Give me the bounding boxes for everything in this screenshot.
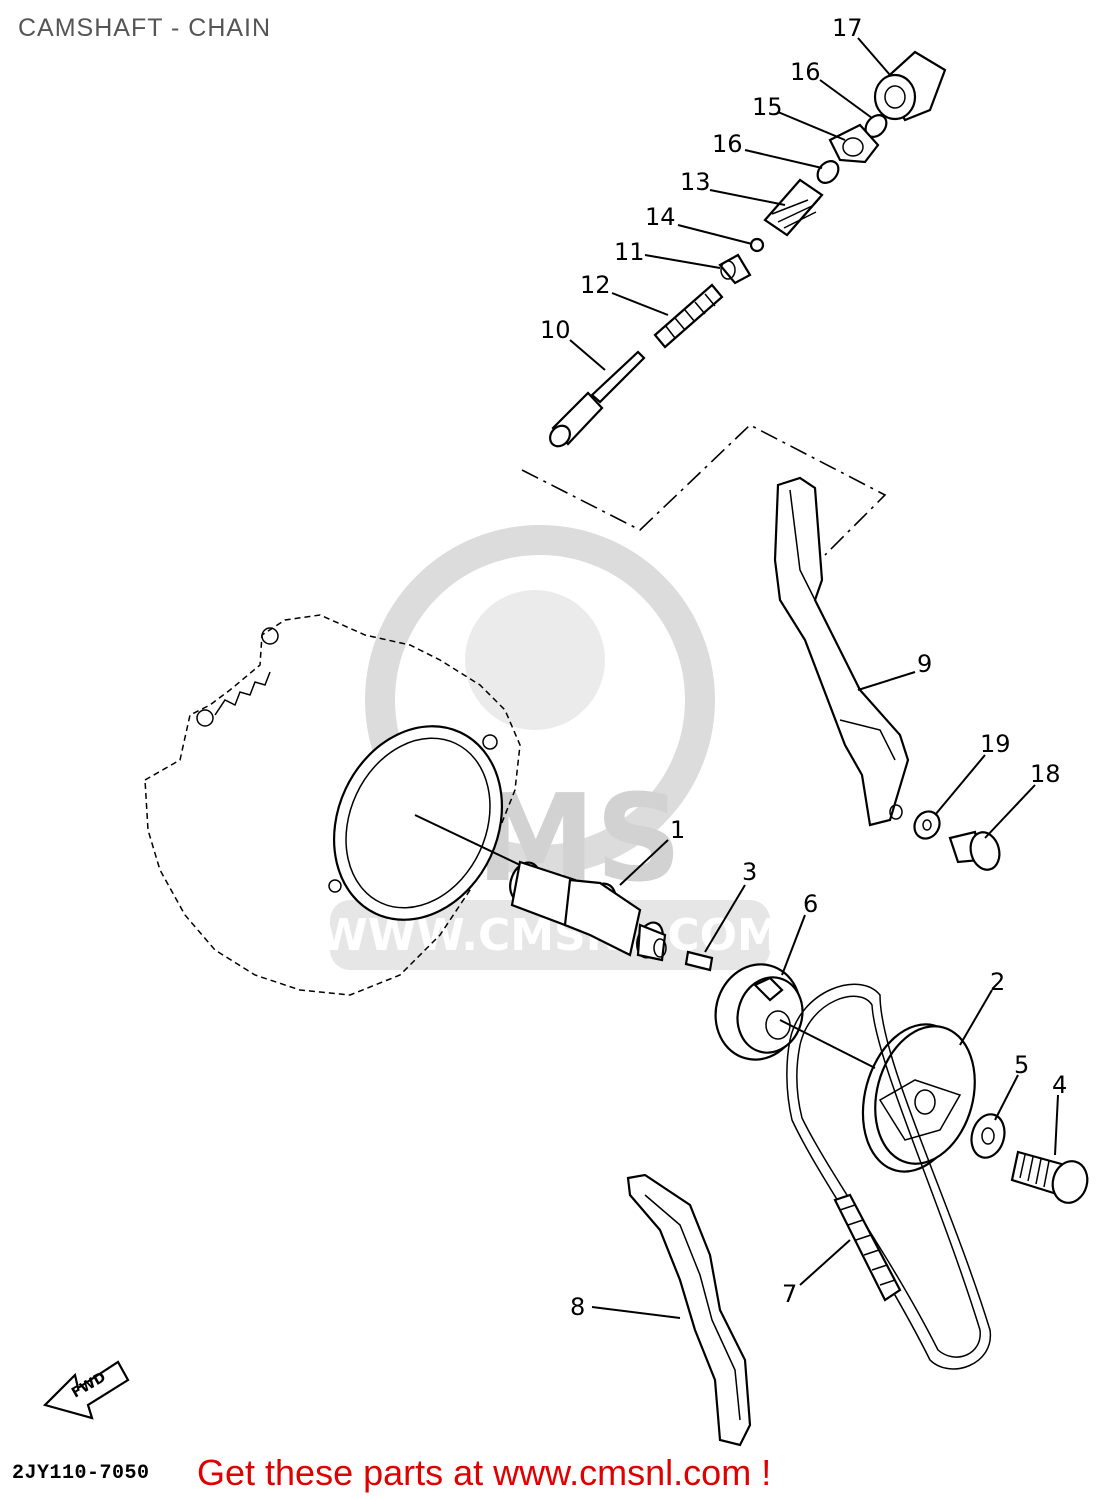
callout-17: 17 — [832, 14, 863, 42]
callout-5: 5 — [1014, 1051, 1029, 1079]
callout-14: 14 — [645, 203, 676, 231]
part-8-lower-guide — [626, 1173, 752, 1447]
diagram-title: CAMSHAFT - CHAIN — [18, 14, 272, 42]
part-16-oring-lower — [816, 160, 840, 184]
callout-11: 11 — [614, 238, 645, 266]
part-6-cam-hub — [714, 963, 804, 1061]
part-11-collar — [718, 253, 752, 285]
callout-15: 15 — [752, 93, 783, 121]
callout-18: 18 — [1030, 760, 1061, 788]
callout-3: 3 — [742, 858, 757, 886]
part-9-upper-guide — [773, 476, 910, 827]
part-18-bolt — [948, 830, 1001, 871]
promo-link[interactable]: Get these parts at www.cmsnl.com ! — [197, 1452, 772, 1493]
fwd-arrow: FWD — [42, 1360, 130, 1420]
callout-8: 8 — [570, 1293, 585, 1321]
part-19-washer — [913, 810, 941, 840]
callout-16-lower: 16 — [712, 130, 743, 158]
part-5-washer — [970, 1113, 1006, 1159]
part-2-sprocket — [779, 1019, 976, 1173]
part-3-dowel-pin — [684, 950, 714, 972]
callout-4: 4 — [1052, 1071, 1067, 1099]
watermark-logo: CMS WWW.CMSNL.COM — [319, 525, 781, 970]
part-12-spring — [653, 283, 724, 349]
callout-12: 12 — [580, 271, 611, 299]
part-17-cap — [873, 50, 947, 122]
part-1-camshaft — [509, 860, 667, 962]
part-4-bolt — [1010, 1150, 1089, 1204]
part-7-chain — [833, 1193, 902, 1302]
callout-2: 2 — [990, 968, 1005, 996]
diagram-code: 2JY110-7050 — [12, 1462, 150, 1485]
callout-labels: 17 16 15 16 13 14 11 12 10 9 19 18 1 3 6… — [540, 14, 1067, 1321]
callout-1: 1 — [670, 816, 685, 844]
tensioner-assembly — [521, 50, 947, 556]
part-14-ball — [749, 237, 765, 253]
chain-loop — [786, 983, 991, 1370]
callout-13: 13 — [680, 168, 711, 196]
dashed-reference-line — [521, 424, 887, 556]
part-13-bolt — [763, 178, 824, 237]
callout-9: 9 — [917, 650, 932, 678]
leader-lines — [569, 37, 1059, 1319]
callout-6: 6 — [803, 890, 818, 918]
part-10-rod — [549, 350, 646, 448]
callout-16-upper: 16 — [790, 58, 821, 86]
part-15-nut — [828, 123, 880, 164]
cylinder-head — [144, 614, 521, 996]
exploded-parts-diagram: CMS WWW.CMSNL.COM — [42, 14, 1089, 1447]
callout-10: 10 — [540, 316, 571, 344]
callout-19: 19 — [980, 730, 1011, 758]
callout-7: 7 — [782, 1280, 797, 1308]
